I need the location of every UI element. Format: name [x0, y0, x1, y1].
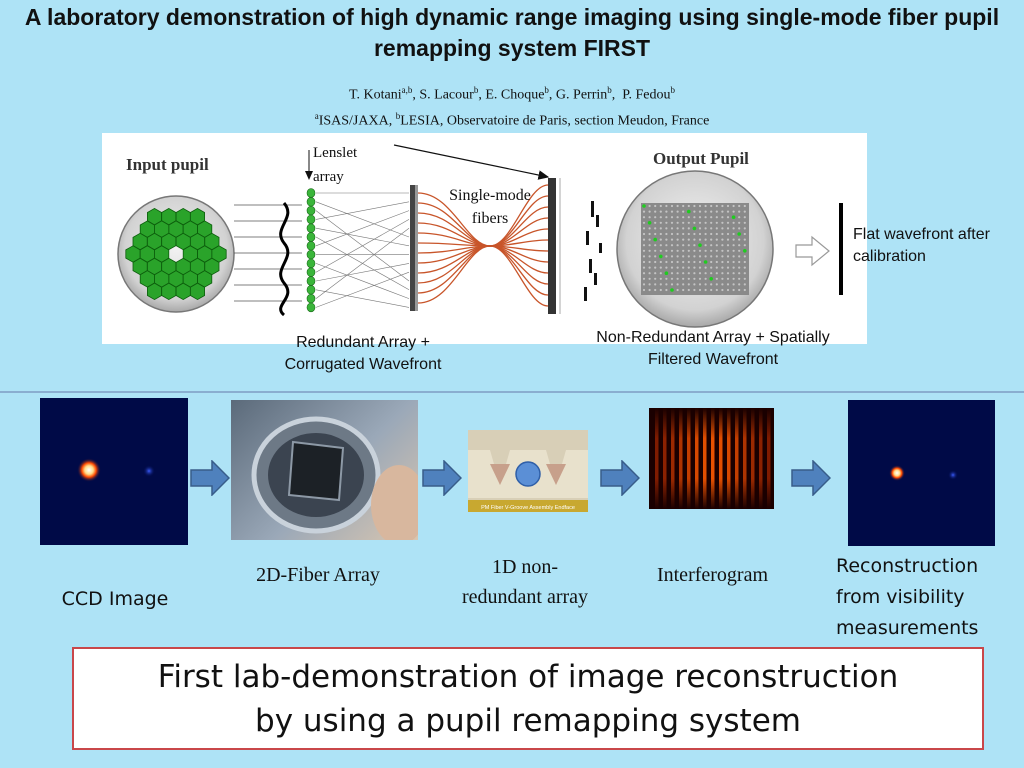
finger-shape: [371, 465, 418, 540]
interferogram-label: Interferogram: [656, 564, 769, 586]
fiber-array-photo: [231, 400, 418, 540]
flow-arrow-1: [190, 460, 230, 496]
lenslet-label-line1: Lenslet: [313, 145, 358, 161]
reconstruction-label: Reconstruction from visibility measureme…: [836, 555, 979, 639]
reconstructed-companion-icon: [948, 470, 958, 480]
fibers-label-line1: Single-mode: [449, 187, 531, 204]
lenslet-beam-lines: [315, 192, 410, 308]
ccd-image: [40, 398, 188, 545]
conclusion-line-1: First lab-demonstration of image reconst…: [157, 659, 899, 695]
lenslet-label-line2: array: [313, 169, 344, 185]
affiliation-list: aISAS/JAXA, bLESIA, Observatoire de Pari…: [314, 110, 710, 129]
author-list: T. Kotania,b, S. Lacourb, E. Choqueb, G.…: [349, 85, 675, 103]
ccd-image-label: CCD Image: [61, 588, 169, 610]
flow-arrow-3: [600, 460, 640, 496]
non-redundant-label: 1D non-redundant array: [461, 556, 589, 608]
hex-segment-array: [125, 207, 227, 301]
hex-segment: [161, 282, 177, 301]
section-divider: [0, 391, 1024, 393]
lenslet-array-icon: [306, 188, 316, 313]
flat-wavefront-label: Flat wavefront after calibration: [853, 226, 990, 265]
hex-segment: [190, 282, 205, 301]
hex-segment: [147, 282, 162, 301]
non-redundant-array-label: Non-Redundant Array + Spatially Filtered…: [596, 329, 830, 368]
flow-arrow-4: [791, 460, 831, 496]
reconstructed-star-icon: [889, 465, 905, 481]
corrugated-wavefront-icon: [279, 202, 290, 317]
fibers-label-line2: fibers: [472, 210, 508, 227]
remapping-schematic: Input pupil Lenslet array Single-mode fi…: [102, 133, 867, 344]
input-beam-lines: [234, 204, 302, 302]
non-redundant-mask-icon: [584, 201, 602, 301]
reconstruction-image: [848, 400, 995, 546]
single-mode-fibers-icon: [417, 184, 549, 307]
flow-arrow-2: [422, 460, 462, 496]
primary-star-icon: [77, 458, 101, 482]
flat-wavefront-icon: [839, 203, 843, 295]
conclusion-box: First lab-demonstration of image reconst…: [72, 647, 984, 750]
fiber-core-icon: [515, 461, 541, 487]
v-groove-photo: PM Fiber V-Groove Assembly Endface: [468, 430, 588, 512]
companion-star-icon: [143, 465, 155, 477]
input-pupil-label: Input pupil: [126, 155, 209, 174]
output-pointer-arrow: [393, 144, 550, 180]
fiber-input-block: [410, 185, 415, 311]
output-pupil-label: Output Pupil: [653, 149, 749, 168]
poster-title: A laboratory demonstration of high dynam…: [24, 4, 1000, 61]
redundant-array-label: Redundant Array + Corrugated Wavefront: [284, 334, 442, 373]
conclusion-line-2: by using a pupil remapping system: [255, 703, 801, 739]
fiber-output-block: [548, 178, 556, 314]
fiber-array-label: 2D-Fiber Array: [256, 564, 380, 586]
schematic-svg: Input pupil Lenslet array Single-mode fi…: [117, 144, 843, 328]
interferogram-image: [649, 408, 774, 509]
hollow-arrow-icon: [795, 235, 830, 267]
author-block: T. Kotania,b, S. Lacourb, E. Choqueb, G.…: [0, 80, 1024, 131]
fiber-bundle-square: [287, 440, 345, 502]
v-groove-caption: PM Fiber V-Groove Assembly Endface: [481, 505, 575, 511]
output-grid-dots: [642, 204, 747, 292]
hex-segment: [175, 282, 191, 301]
